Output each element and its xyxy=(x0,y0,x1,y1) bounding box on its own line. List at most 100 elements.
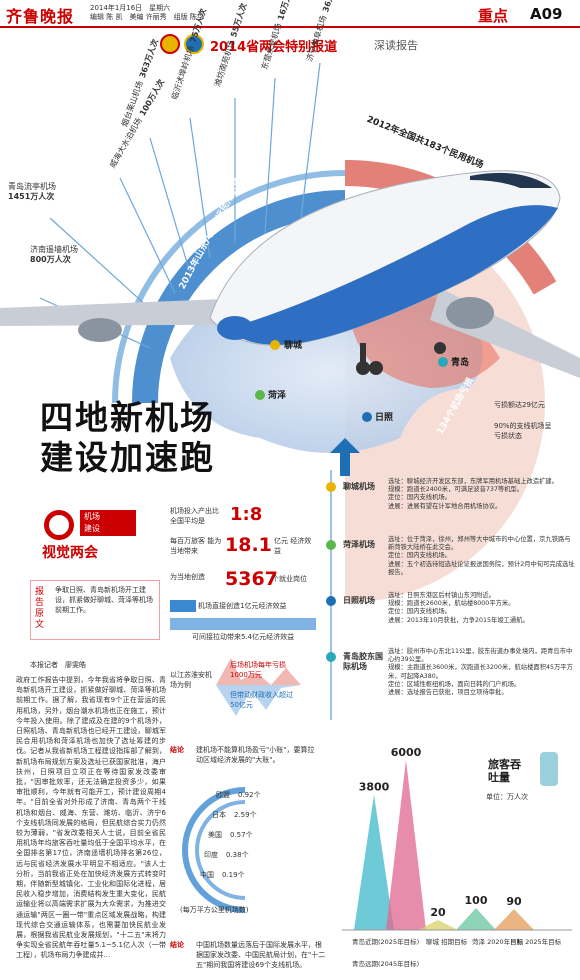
ratio-label: 机场投入产出比 全国平均是 xyxy=(170,507,219,525)
special-report-banner: 2014省两会特别报道 深读报告 xyxy=(160,34,460,56)
density-country: 欧盟 xyxy=(216,791,230,799)
bar-indirect-label: 可间接拉动带来5.4亿元经济效益 xyxy=(192,633,295,641)
stats-panel: 机场投入产出比 全国平均是 1:8 每百万旅客 能为当地带来 18.1 亿元 经… xyxy=(170,500,320,800)
header-editors: 编辑 陈 凯 美编 许丽秀 组版 陈华 xyxy=(90,13,204,21)
detail-line: 选址：胶州市中心东北11公里，胶东街道办事处境内，距青岛市中心约39公里。 xyxy=(388,648,573,664)
airport-dot xyxy=(326,596,336,606)
bar-direct xyxy=(170,600,196,612)
ratio-value: 1:8 xyxy=(230,504,263,525)
banner-subtitle: 深读报告 xyxy=(374,39,418,52)
chart-data-label: 90 xyxy=(506,895,522,908)
chart-bar xyxy=(418,920,458,930)
gdp-label: 每百万旅客 能为当地带来 xyxy=(170,537,222,555)
cppcc-emblem-icon xyxy=(184,34,204,54)
density-value: 2.59个 xyxy=(234,811,257,819)
reporter-byline: 本报记者 廖雯皓 xyxy=(30,661,86,669)
city-dot-heze xyxy=(255,390,265,400)
airport-value: 800万人次 xyxy=(30,255,71,264)
jiangsu-down: 但带动财政收入超过50亿元 xyxy=(230,691,293,709)
detail-line: 进展：选址报告已获批，项目立项待审批。 xyxy=(388,689,508,697)
new-airport-name: 日照机场 xyxy=(343,596,375,605)
city-label-liaocheng: 聊城 xyxy=(284,341,303,351)
chart-unit: 单位：万人次 xyxy=(486,793,528,801)
detail-line: 进展：2013年10月获批，力争2015年竣工通航。 xyxy=(388,616,529,624)
chart-category-label: 聊城 招期目标 xyxy=(426,937,468,946)
density-country: 印度 xyxy=(204,851,218,859)
density-value: 0.57个 xyxy=(230,831,253,839)
airplane-engine-left xyxy=(78,318,122,342)
detail-line: 定位：国内支线机场。 xyxy=(388,608,451,616)
city-dot-liaocheng xyxy=(270,340,280,350)
chart-data-label: 100 xyxy=(465,894,488,907)
detail-line: 选址：聊城经济开发区东部，东牌军用机场基础上改造扩建。 xyxy=(388,478,559,485)
chart-category-label: 菏泽 2020年目标 xyxy=(472,937,524,946)
density-title: (每万平方公里机场数) xyxy=(180,906,249,914)
gdp-unit: 亿元 经济效益 xyxy=(274,537,312,555)
jiangsu-chart xyxy=(216,658,301,716)
new-airport-details: 选址：胶州市中心东北11公里，胶东街道办事处境内，距青岛市中心约39公里。规模：… xyxy=(388,648,576,697)
detail-line: 规模：主跑道长3600米，次跑道长3200米，航站楼面积45万平方米，可起降A3… xyxy=(388,664,573,680)
detail-line: 定位：国内支线机场。 xyxy=(388,494,451,502)
jobs-label: 为当地创造 xyxy=(170,573,205,581)
chart-bar xyxy=(494,909,534,930)
new-airport-name: 青岛胶东国际机场 xyxy=(343,652,383,671)
chart-title: 旅客吞吐量 xyxy=(488,758,521,784)
headline: 四地新机场 建设加速跑 xyxy=(40,398,215,478)
density-country: 日本 xyxy=(212,811,226,819)
chart-bar xyxy=(386,760,426,930)
section-name: 重点 xyxy=(478,7,509,25)
bar-indirect xyxy=(170,618,316,630)
airplane-belly xyxy=(230,205,558,345)
new-airport-details: 选址：聊城经济开发区东部，东牌军用机场基础上改造扩建。规模：跑道长2400米，可… xyxy=(388,478,576,511)
page-header: 齐鲁晚报 2014年1月16日 星期六 编辑 陈 凯 美编 许丽秀 组版 陈华 … xyxy=(0,0,580,28)
density-value: 0.38个 xyxy=(226,851,249,859)
passenger-arc-outer xyxy=(112,170,346,404)
conclusion1-text: 建机场不能算机场盈亏"小账"，要算拉动区域经济发展的"大账"。 xyxy=(196,746,315,764)
chart-data-label: 6000 xyxy=(391,746,422,759)
detail-line: 选址：位于菏泽，徐州，郑州等大中城市的中心位置，京九铁路与新菏铁大陆桥在此交会。 xyxy=(388,536,571,552)
bar-direct-label: 机场直接创造1亿元经济效益 xyxy=(198,602,287,610)
header-meta: 2014年1月16日 星期六 编辑 陈 凯 美编 许丽秀 组版 陈华 xyxy=(90,4,204,22)
conclusion1-tag: 结论 xyxy=(170,746,184,754)
passenger-arc-ring xyxy=(132,190,346,404)
newspaper-logo: 齐鲁晚报 xyxy=(6,7,75,26)
jobs-unit: 个就业岗位 xyxy=(272,575,307,583)
page-number: A09 xyxy=(530,5,563,23)
chart-bar xyxy=(456,908,496,930)
detail-line: 规模：跑道长2600米，航站楼8000平方米。 xyxy=(388,600,515,608)
detail-line: 定位：国内支线机场。 xyxy=(388,552,451,560)
gdp-value: 18.1 xyxy=(225,534,272,556)
new-airport-details: 选址：位于菏泽，徐州，郑州等大中城市的中心位置，京九铁路与新菏铁大陆桥在此交会。… xyxy=(388,536,576,577)
airport-value: 1451万人次 xyxy=(8,192,55,201)
chart-bar xyxy=(354,794,394,930)
loss-amount-label: 亏损额达29亿元 xyxy=(494,401,545,409)
city-dot-rizhao xyxy=(362,412,372,422)
new-airport-name: 聊城机场 xyxy=(343,482,375,491)
airplane-cockpit xyxy=(470,172,552,188)
airplane-fuselage xyxy=(209,170,561,346)
new-airport-details: 选址：日照东港区后村镇山东河附近。规模：跑道长2600米，航站楼8000平方米。… xyxy=(388,592,576,625)
density-country: 中国 xyxy=(200,871,214,879)
jiangsu-up: 后场机场每年亏损1000万元 xyxy=(230,661,286,679)
badge-title: 视觉两会 xyxy=(42,545,98,561)
city-label-qingdao: 青岛 xyxy=(451,358,470,368)
report-quote: 争取日照、青岛新机场开工建设，抓紧做好聊城、菏泽等机场前期工作。 xyxy=(55,586,153,614)
banner-title: 2014省两会特别报道 xyxy=(210,40,338,55)
report-label: 报告原文 xyxy=(35,587,45,630)
detail-line: 选址：日照东港区后村镇山东河附近。 xyxy=(388,592,496,599)
chart-category-label: 日照 2025年目标 xyxy=(510,937,562,946)
headline-line2: 建设加速跑 xyxy=(40,438,215,477)
target-icon xyxy=(44,510,74,540)
jiangsu-loss-peak xyxy=(216,658,301,685)
conclusion2-tag: 结论 xyxy=(170,941,184,949)
airport-dot xyxy=(326,482,336,492)
chart-category-label: 青岛近期(2025年目标) xyxy=(352,937,419,946)
report-quote-box: 报告原文 争取日照、青岛新机场开工建设，抓紧做好聊城、菏泽等机场前期工作。 xyxy=(30,580,160,640)
airport-infographic xyxy=(0,62,580,603)
